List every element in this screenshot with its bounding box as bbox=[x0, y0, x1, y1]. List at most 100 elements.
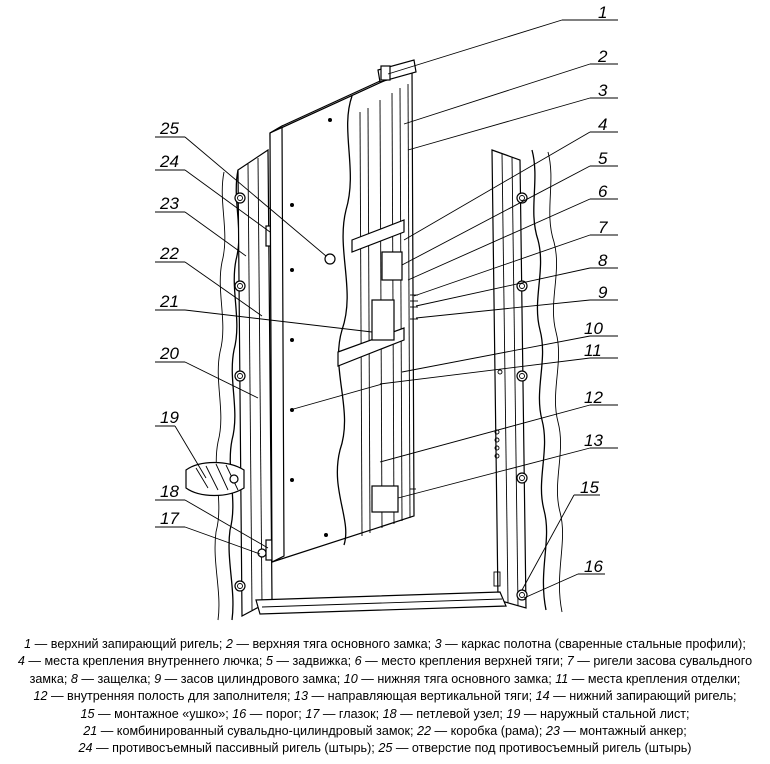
legend-number: 7 bbox=[566, 654, 574, 669]
legend-text: места крепления внутреннего лючка; bbox=[44, 654, 263, 669]
legend-line: замка; 8 — защелка; 9 — засов цилиндрово… bbox=[29, 671, 741, 686]
door-construction-diagram: 1 2 3 4 5 6 7 8 9 10 11 12 13 15 16 25 2… bbox=[155, 3, 618, 621]
lower-lock-block bbox=[371, 485, 399, 513]
label-11: 11 bbox=[584, 341, 602, 360]
combined-lock bbox=[371, 299, 395, 341]
label-7: 7 bbox=[598, 218, 608, 237]
label-9: 9 bbox=[598, 283, 608, 302]
legend-line: 12 — внутренняя полость для заполнителя;… bbox=[33, 689, 737, 704]
legend-text: внутренняя полость для заполнителя; bbox=[67, 689, 291, 704]
anti-removal-hole bbox=[324, 253, 336, 265]
label-22: 22 bbox=[159, 244, 179, 263]
legend-number: 6 bbox=[354, 654, 362, 669]
label-18: 18 bbox=[160, 482, 179, 501]
peephole-dot bbox=[257, 548, 267, 558]
legend-text: каркас полотна (сваренные стальные профи… bbox=[461, 637, 746, 651]
legend-number: 21 bbox=[83, 724, 98, 739]
label-20: 20 bbox=[159, 344, 179, 363]
legend-text: нижняя тяга основного замка; bbox=[377, 671, 552, 686]
label-10: 10 bbox=[584, 319, 603, 338]
legend-number: 3 bbox=[434, 637, 442, 651]
trim-points bbox=[290, 118, 332, 537]
legend-text: ригели засова сувальдного bbox=[593, 654, 753, 669]
legend-text: монтажное «ушко»; bbox=[114, 706, 229, 721]
label-2: 2 bbox=[597, 47, 608, 66]
label-24: 24 bbox=[159, 152, 179, 171]
legend-number: 12 bbox=[33, 689, 48, 704]
legend-text: верхний запирающий ригель; bbox=[50, 637, 223, 651]
door-leaf bbox=[269, 67, 415, 563]
legend-number: 16 bbox=[232, 706, 247, 721]
right-wall-outline-2 bbox=[547, 151, 563, 613]
legend-number: 11 bbox=[555, 671, 569, 686]
upper-bolt bbox=[380, 65, 391, 81]
legend-text: нижний запирающий ригель; bbox=[569, 689, 737, 704]
label-6: 6 bbox=[598, 182, 608, 201]
legend-number: 24 bbox=[78, 741, 93, 756]
legend-number: 9 bbox=[154, 671, 162, 686]
label-19: 19 bbox=[160, 408, 179, 427]
label-16: 16 bbox=[584, 557, 603, 576]
legend-number: 17 bbox=[305, 706, 320, 721]
legend-text: монтажный анкер; bbox=[579, 724, 687, 739]
legend-text: порог; bbox=[265, 706, 302, 721]
leader-lines bbox=[155, 19, 618, 599]
legend-text: наружный стальной лист; bbox=[540, 706, 690, 721]
legend-number: 18 bbox=[382, 706, 397, 721]
legend-number: 15 bbox=[80, 706, 95, 721]
legend-text: глазок; bbox=[338, 706, 380, 721]
callout-numbers: 1 2 3 4 5 6 7 8 9 10 11 12 13 15 16 25 2… bbox=[159, 3, 608, 576]
label-21: 21 bbox=[159, 292, 179, 311]
legend-text: место крепления верхней тяги; bbox=[381, 654, 564, 669]
label-25: 25 bbox=[159, 119, 179, 138]
label-13: 13 bbox=[584, 431, 603, 450]
legend-text: замка; bbox=[29, 671, 68, 686]
legend-number: 2 bbox=[225, 637, 233, 651]
legend-line: 21 — комбинированный сувальдно-цилиндров… bbox=[83, 724, 687, 739]
legend-number: 4 bbox=[17, 654, 25, 669]
legend-number: 10 bbox=[343, 671, 358, 686]
label-17: 17 bbox=[160, 509, 179, 528]
label-3: 3 bbox=[598, 81, 608, 100]
label-5: 5 bbox=[598, 149, 608, 168]
legend-number: 5 bbox=[265, 654, 273, 669]
label-1: 1 bbox=[598, 3, 607, 22]
legend-text: комбинированный сувальдно-цилиндровый за… bbox=[116, 724, 414, 739]
left-wall-outline-2 bbox=[214, 171, 226, 621]
right-wall-outline bbox=[531, 149, 548, 611]
left-anchors bbox=[234, 192, 246, 592]
legend-line: 24 — противосъемный пассивный ригель (шт… bbox=[78, 741, 692, 756]
outer-steel-sheet-section bbox=[185, 461, 245, 497]
threshold bbox=[255, 591, 507, 615]
legend-number: 14 bbox=[535, 689, 550, 704]
left-wall-outline bbox=[228, 169, 240, 621]
legend: 1 — верхний запирающий ригель; 2 — верхн… bbox=[0, 636, 770, 758]
label-15: 15 bbox=[580, 478, 599, 497]
legend-number: 8 bbox=[70, 671, 78, 686]
legend-text: петлевой узел; bbox=[416, 706, 503, 721]
label-12: 12 bbox=[584, 388, 603, 407]
legend-text: коробка (рама); bbox=[450, 724, 543, 739]
legend-line: 4 — места крепления внутреннего лючка; 5… bbox=[17, 654, 753, 669]
legend-text: направляющая вертикальной тяги; bbox=[327, 689, 533, 704]
legend-line: 1 — верхний запирающий ригель; 2 — верхн… bbox=[24, 637, 746, 651]
legend-number: 1 bbox=[24, 637, 32, 651]
latch-block bbox=[381, 251, 403, 281]
legend-line: 15 — монтажное «ушко»; 16 — порог; 17 — … bbox=[80, 706, 690, 721]
legend-text: засов цилиндрового замка; bbox=[180, 671, 341, 686]
legend-number: 23 bbox=[545, 724, 560, 739]
label-8: 8 bbox=[598, 251, 608, 270]
label-4: 4 bbox=[598, 115, 607, 134]
legend-text: верхняя тяга основного замка; bbox=[252, 637, 432, 651]
legend-number: 22 bbox=[417, 724, 432, 739]
legend-text: защелка; bbox=[97, 671, 151, 686]
legend-text: отверстие под противосъемный ригель (шты… bbox=[411, 741, 692, 756]
legend-text: места крепления отделки; bbox=[587, 671, 741, 686]
legend-text: противосъемный пассивный ригель (штырь); bbox=[112, 741, 375, 756]
right-frame bbox=[491, 149, 527, 609]
legend-text: задвижка; bbox=[292, 654, 352, 669]
label-23: 23 bbox=[159, 194, 179, 213]
legend-number: 19 bbox=[506, 706, 521, 721]
legend-number: 13 bbox=[294, 689, 309, 704]
legend-number: 25 bbox=[378, 741, 393, 756]
